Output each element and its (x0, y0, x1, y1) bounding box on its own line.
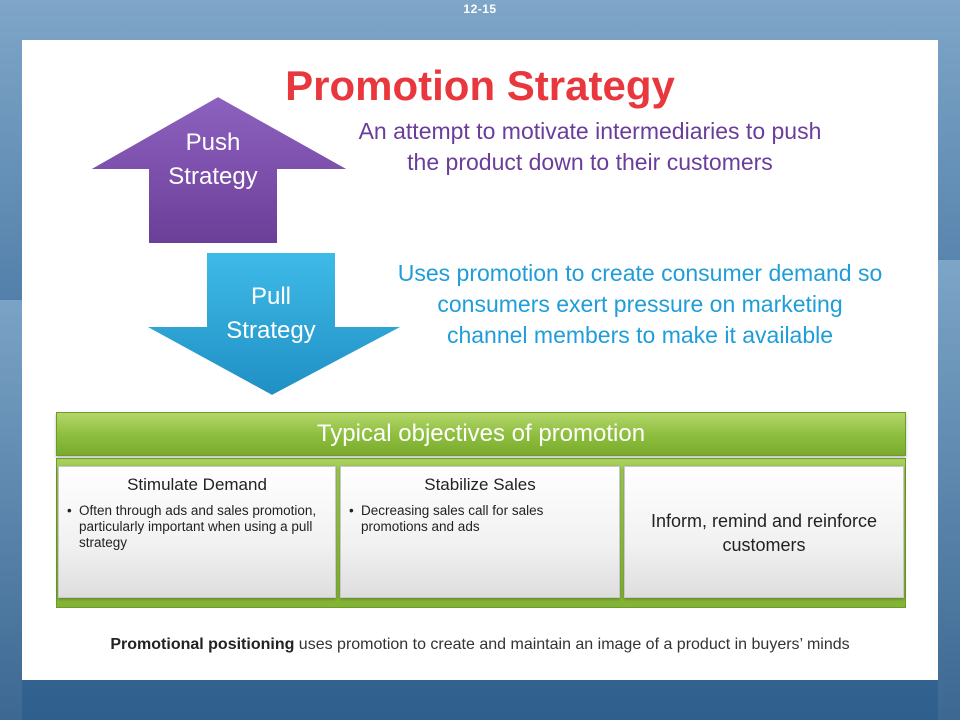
objective-text: Inform, remind and reinforce customers (650, 511, 878, 555)
footer-text: uses promotion to create and maintain an… (294, 636, 850, 653)
push-strategy-description: An attempt to motivate intermediaries to… (358, 118, 822, 175)
background-building (0, 300, 22, 720)
objective-title: Stimulate Demand (127, 475, 267, 494)
pull-strategy-label: Pull Strategy (206, 280, 336, 348)
objective-card-inform-remind: Inform, remind and reinforce customers (624, 466, 904, 598)
objective-bullets: Often through ads and sales promotion, p… (67, 503, 329, 551)
objectives-heading: Typical objectives of promotion (316, 420, 646, 447)
footer-bold-term: Promotional positioning (110, 636, 295, 653)
pull-label-line1: Pull (250, 283, 292, 310)
objective-card-stimulate-demand: Stimulate Demand Often through ads and s… (58, 466, 336, 598)
push-label-line1: Push (185, 129, 241, 156)
background-building (938, 260, 960, 720)
slide-title: Promotion Strategy (285, 62, 675, 109)
pull-label-line2: Strategy (226, 317, 316, 344)
objective-bullet: Decreasing sales call for sales promotio… (349, 503, 613, 535)
objective-bullets: Decreasing sales call for sales promotio… (349, 503, 613, 535)
push-strategy-label: Push Strategy (148, 126, 278, 194)
objective-card-stabilize-sales: Stabilize Sales Decreasing sales call fo… (340, 466, 620, 598)
objective-bullet: Often through ads and sales promotion, p… (67, 503, 329, 551)
pull-down-arrow-icon (143, 251, 405, 398)
slide-number: 12-15 (463, 2, 497, 16)
push-up-arrow-icon (86, 94, 354, 245)
push-label-line2: Strategy (168, 163, 258, 190)
promotional-positioning-note: Promotional positioning uses promotion t… (60, 632, 900, 657)
objective-title: Stabilize Sales (424, 475, 536, 494)
objectives-heading-bar: Typical objectives of promotion (56, 412, 906, 456)
pull-strategy-description: Uses promotion to create consumer demand… (397, 260, 883, 348)
